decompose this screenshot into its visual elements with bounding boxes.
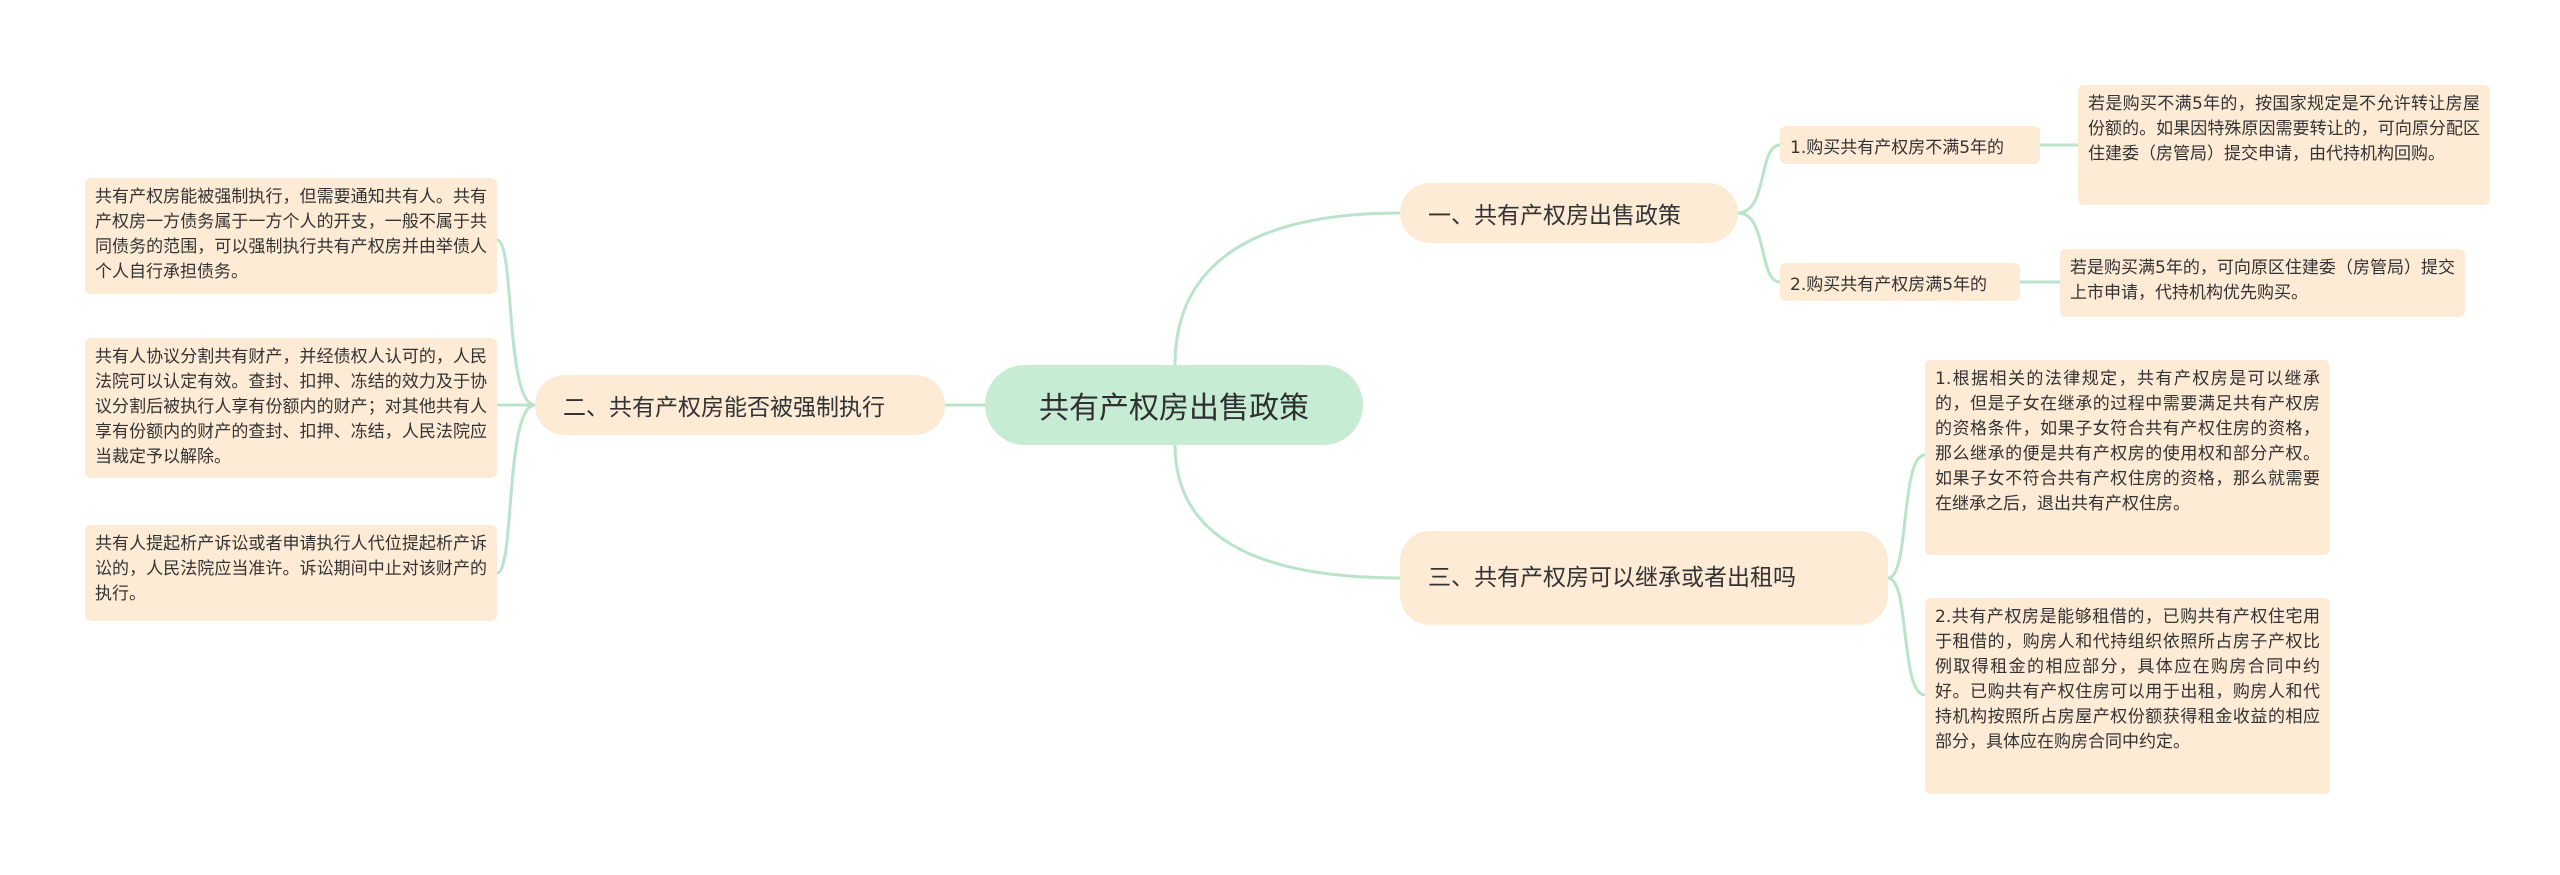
sub-topic-label: 2.购买共有产权房满5年的 — [1790, 274, 1988, 295]
leaf-text: 2.共有产权房是能够租借的，已购共有产权住宅用于租借的，购房人和代持组织依照所占… — [1935, 607, 2320, 752]
root-topic-label: 共有产权房出售政策 — [1039, 391, 1309, 426]
detail-over-5-years[interactable]: 若是购买满5年的，可向原区住建委（房管局）提交上市申请，代持机构优先购买。 — [2060, 249, 2465, 317]
leaf-inherit[interactable]: 1.根据相关的法律规定，共有产权房是可以继承的，但是子女在继承的过程中需要满足共… — [1925, 360, 2330, 555]
branch-enforcement[interactable]: 二、共有产权房能否被强制执行 — [535, 375, 945, 435]
leaf-text: 共有人协议分割共有财产，并经债权人认可的，人民法院可以认定有效。查封、扣押、冻结… — [95, 347, 487, 467]
connector-branch1-sub2 — [1737, 211, 1781, 284]
branch-label: 二、共有产权房能否被强制执行 — [563, 395, 885, 421]
detail-text: 若是购买不满5年的，按国家规定是不允许转让房屋份额的。如果因特殊原因需要转让的，… — [2088, 94, 2480, 164]
sub-topic-under-5-years[interactable]: 1.购买共有产权房不满5年的 — [1780, 126, 2040, 164]
leaf-text: 1.根据相关的法律规定，共有产权房是可以继承的，但是子女在继承的过程中需要满足共… — [1935, 369, 2320, 514]
sub-topic-label: 1.购买共有产权房不满5年的 — [1790, 137, 2005, 158]
leaf-enforcement-1[interactable]: 共有产权房能被强制执行，但需要通知共有人。共有产权房一方债务属于一方个人的开支，… — [85, 178, 497, 294]
leaf-enforcement-2[interactable]: 共有人协议分割共有财产，并经债权人认可的，人民法院可以认定有效。查封、扣押、冻结… — [85, 338, 497, 478]
connector-branch1-sub1 — [1737, 143, 1781, 215]
branch-sale-policy[interactable]: 一、共有产权房出售政策 — [1400, 183, 1738, 243]
connector-branch2-leaf3 — [496, 403, 536, 575]
detail-text: 若是购买满5年的，可向原区住建委（房管局）提交上市申请，代持机构优先购买。 — [2070, 258, 2455, 303]
leaf-text: 共有产权房能被强制执行，但需要通知共有人。共有产权房一方债务属于一方个人的开支，… — [95, 187, 487, 282]
connector-branch3-leaf1 — [1887, 453, 1926, 580]
sub-topic-over-5-years[interactable]: 2.购买共有产权房满5年的 — [1780, 263, 2020, 301]
root-topic[interactable]: 共有产权房出售政策 — [985, 365, 1363, 445]
connector-branch2-leaf1 — [496, 238, 536, 407]
leaf-rent[interactable]: 2.共有产权房是能够租借的，已购共有产权住宅用于租借的，购房人和代持组织依照所占… — [1925, 598, 2330, 794]
connector-branch3-leaf2 — [1887, 576, 1926, 697]
detail-under-5-years[interactable]: 若是购买不满5年的，按国家规定是不允许转让房屋份额的。如果因特殊原因需要转让的，… — [2078, 85, 2490, 205]
branch-label: 三、共有产权房可以继承或者出租吗 — [1428, 564, 1796, 591]
branch-inherit-rent[interactable]: 三、共有产权房可以继承或者出租吗 — [1400, 531, 1888, 625]
connector-root-branch3 — [1173, 444, 1401, 580]
leaf-enforcement-3[interactable]: 共有人提起析产诉讼或者申请执行人代位提起析产诉讼的，人民法院应当准许。诉讼期间中… — [85, 525, 497, 621]
connector-root-branch1 — [1173, 211, 1401, 366]
branch-label: 一、共有产权房出售政策 — [1428, 203, 1681, 229]
leaf-text: 共有人提起析产诉讼或者申请执行人代位提起析产诉讼的，人民法院应当准许。诉讼期间中… — [95, 534, 487, 604]
